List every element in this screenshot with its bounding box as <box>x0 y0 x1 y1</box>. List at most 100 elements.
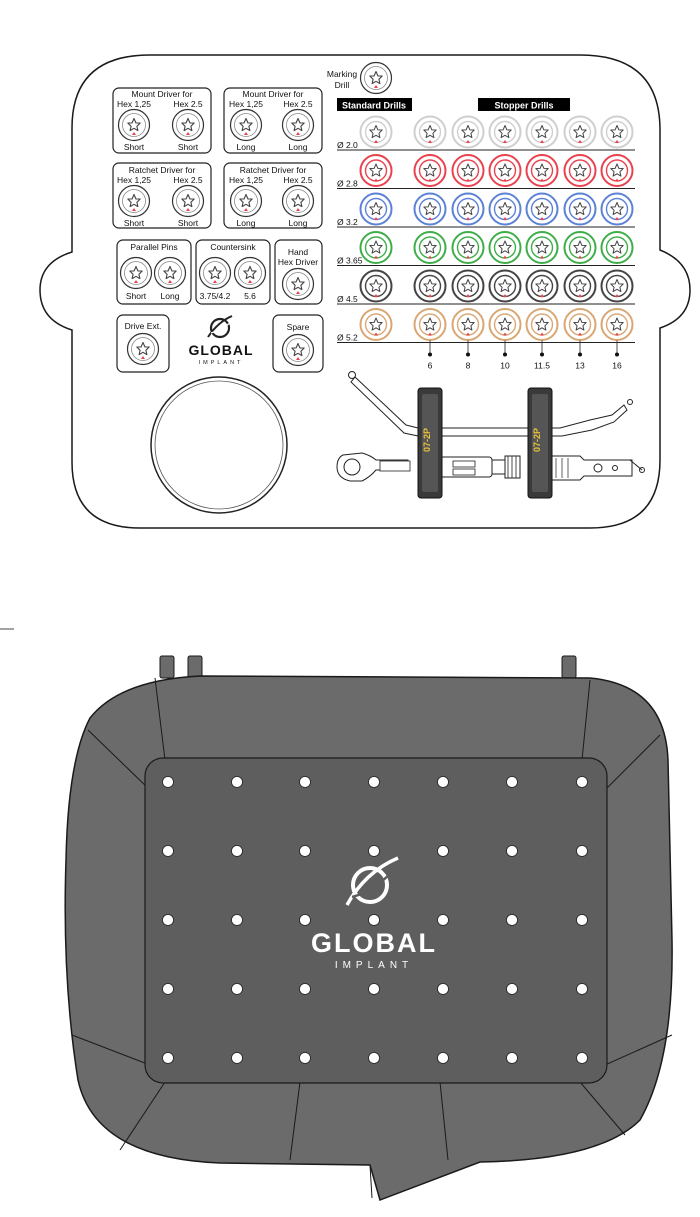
stopper-drills-label: Stopper Drills <box>494 101 553 111</box>
lid-hole <box>231 983 243 995</box>
stopper-clip-left: 07-2P <box>417 387 443 499</box>
lid-hole <box>231 845 243 857</box>
lid-hole <box>437 983 449 995</box>
drill-slot <box>525 308 559 341</box>
drill-slot <box>563 269 597 303</box>
stopper-code: 07-2P <box>532 428 542 452</box>
lid-facets <box>71 677 673 1199</box>
drill-slot <box>563 154 597 187</box>
box-bottom-label: Short <box>126 291 147 301</box>
driver-bottom-label: Short <box>124 218 145 228</box>
drill-slot <box>413 231 447 264</box>
drill-diameter-label: Ø 3.2 <box>337 217 358 227</box>
drill-slot <box>600 231 634 264</box>
lid-logo: GLOBAL IMPLANT <box>311 856 437 971</box>
drive-ext-box: Drive Ext. <box>116 314 170 373</box>
drill-slot <box>413 192 447 226</box>
tray-logo: GLOBAL IMPLANT <box>188 315 253 366</box>
instrument-cutouts: 07-2P 07-2P <box>336 371 645 499</box>
length-dot <box>540 352 544 357</box>
tool-slot <box>155 258 186 289</box>
drill-slot <box>563 115 597 149</box>
drill-slot <box>600 269 634 303</box>
drill-slot <box>488 231 522 264</box>
drill-slot <box>451 192 485 226</box>
drill-slot <box>488 154 522 187</box>
drill-row: Ø 3.65 <box>337 231 635 266</box>
stopper-length-label: 16 <box>612 361 622 371</box>
drill-slot <box>359 154 393 187</box>
driver-box-title: Ratchet Driver for <box>240 165 307 175</box>
tool-slot <box>283 110 314 141</box>
drill-slot <box>525 154 559 187</box>
spare-box: Spare <box>272 314 324 373</box>
driver-box-title: Ratchet Driver for <box>129 165 196 175</box>
tool-slot <box>283 186 314 217</box>
driver-col-label: Hex 2.5 <box>283 99 313 109</box>
lid-hole <box>368 845 380 857</box>
marking-drill-label: Marking <box>327 69 358 79</box>
brand-sub: IMPLANT <box>199 360 244 366</box>
brand-name: GLOBAL <box>188 342 253 358</box>
driver-bottom-label: Short <box>178 142 199 152</box>
hinge-tabs <box>159 655 577 679</box>
lid-holes <box>162 776 588 1064</box>
stopper-length-label: 10 <box>500 361 510 371</box>
drill-slot <box>488 269 522 303</box>
box-title: Spare <box>287 322 310 332</box>
drill-diameter-label: Ø 4.5 <box>337 294 358 304</box>
tool-slot <box>231 186 262 217</box>
parallel-pins-box: Parallel Pins Short Long <box>116 239 192 305</box>
brand-name: GLOBAL <box>311 928 437 958</box>
case-lid: GLOBAL IMPLANT <box>64 655 673 1201</box>
driver-box-title: Mount Driver for <box>243 89 304 99</box>
drill-slot <box>488 192 522 226</box>
driver-bottom-label: Long <box>289 142 308 152</box>
stopper-code: 07-2P <box>422 428 432 452</box>
lid-hole <box>437 845 449 857</box>
drill-row: Ø 3.2 <box>337 192 635 228</box>
driver-box-1: Mount Driver for Hex 1,25 Hex 2.5 Long L… <box>223 87 323 154</box>
driver-col-label: Hex 1,25 <box>117 99 151 109</box>
drill-slot <box>563 308 597 341</box>
driver-box-0: Mount Driver for Hex 1,25 Hex 2.5 Short … <box>112 87 212 154</box>
driver-bottom-label: Long <box>237 142 256 152</box>
drill-slot <box>451 115 485 149</box>
stopper-clip-right: 07-2P <box>527 387 553 499</box>
lid-hole <box>437 914 449 926</box>
drill-diameter-label: Ø 5.2 <box>337 333 358 343</box>
lid-hole <box>162 983 174 995</box>
drill-slot <box>525 269 559 303</box>
drill-slot <box>359 308 393 341</box>
tool-slot <box>283 269 314 300</box>
tool-slot <box>121 258 152 289</box>
drill-diameter-label: Ø 2.8 <box>337 179 358 189</box>
round-well <box>150 376 288 514</box>
drill-slot <box>451 154 485 187</box>
lid-hole <box>299 776 311 788</box>
lid-hole <box>506 914 518 926</box>
tool-slot <box>119 110 150 141</box>
lid-hole <box>437 776 449 788</box>
lid-hole <box>576 914 588 926</box>
drill-slot <box>488 308 522 341</box>
drill-diameter-label: Ø 3.65 <box>337 256 363 266</box>
stopper-length-label: 6 <box>428 361 433 371</box>
lid-hole <box>576 983 588 995</box>
drill-slot <box>488 115 522 149</box>
drill-row: Ø 5.2 <box>337 308 635 343</box>
drill-slot <box>413 115 447 149</box>
tool-slot <box>200 258 231 289</box>
lid-hole <box>299 845 311 857</box>
drill-slot <box>359 115 393 149</box>
depth-probe <box>348 371 633 437</box>
marking-drill: Marking Drill <box>327 63 392 94</box>
lid-hole <box>299 1052 311 1064</box>
box-title: Parallel Pins <box>130 242 177 252</box>
driver-col-label: Hex 1,25 <box>117 175 151 185</box>
drill-slot <box>600 115 634 149</box>
drill-slot <box>451 308 485 341</box>
countersink-box: Countersink 3.75/4.2 5.6 <box>195 239 271 305</box>
lid-hole <box>368 914 380 926</box>
